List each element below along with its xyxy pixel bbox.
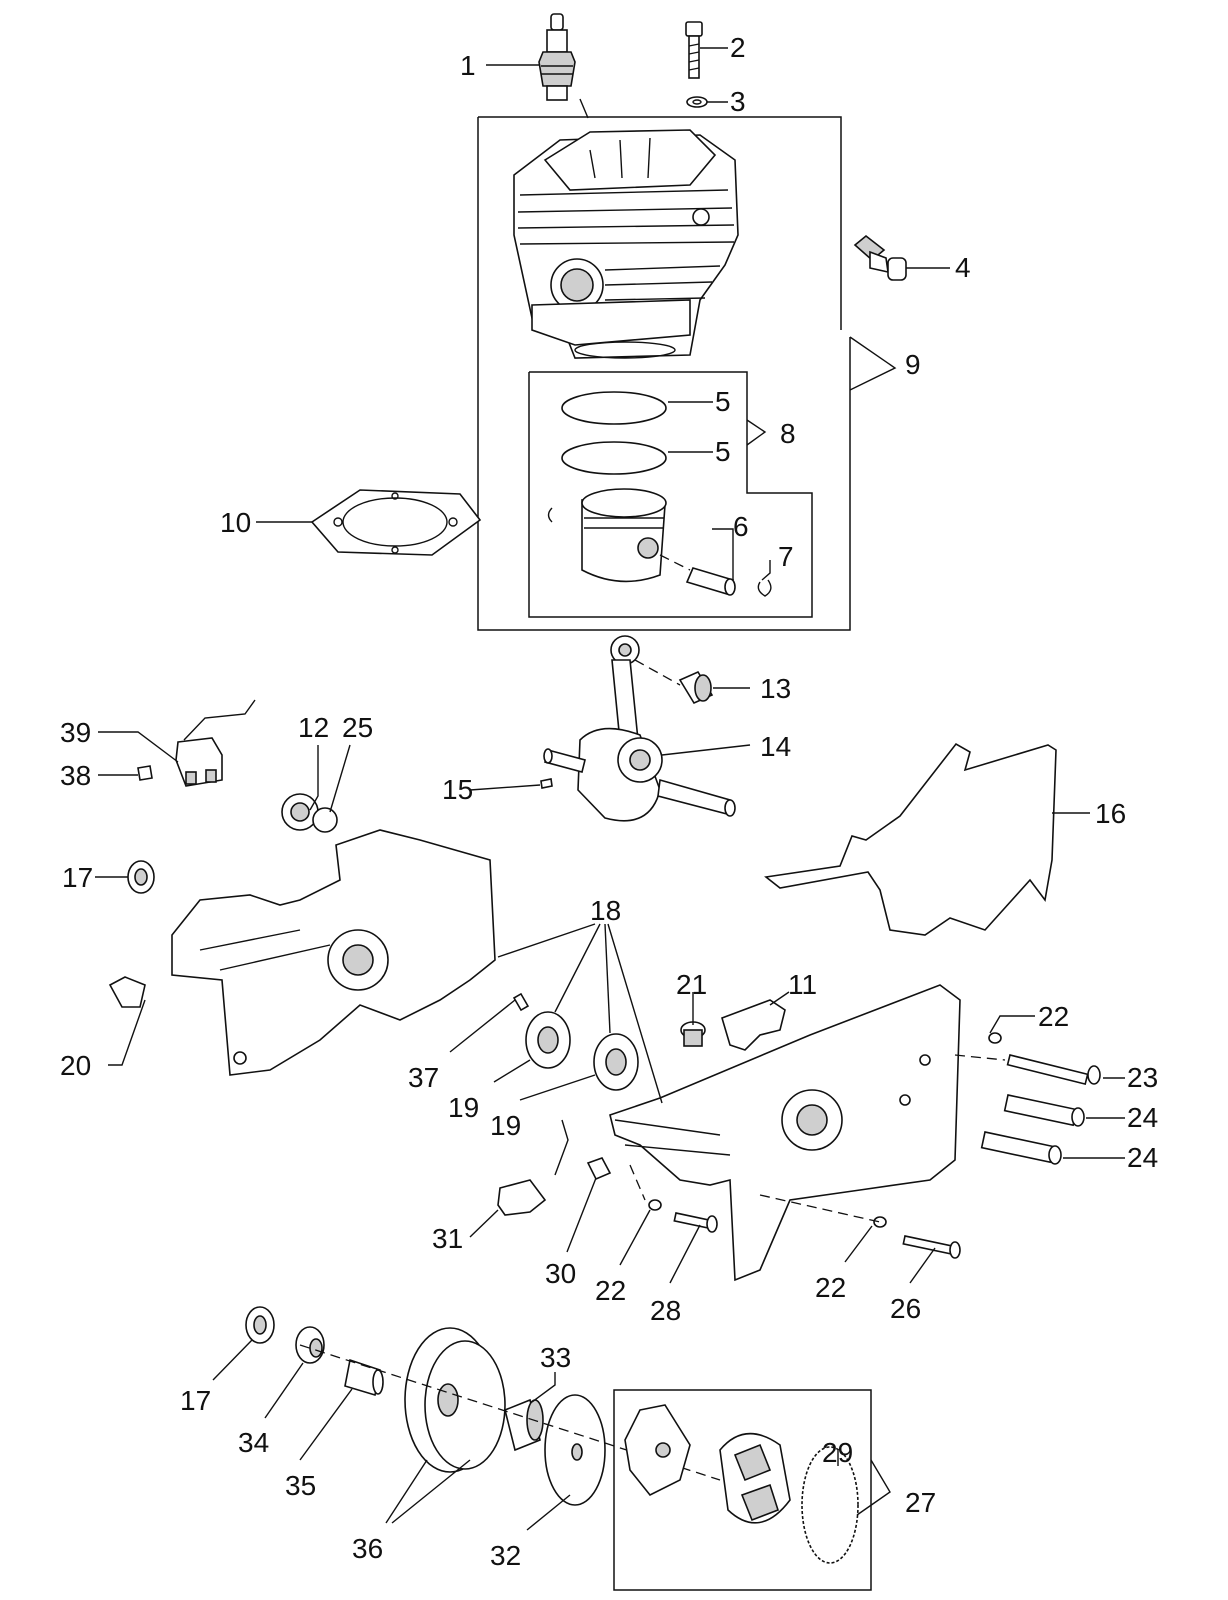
callout-35: 35	[285, 1470, 316, 1501]
piston-part	[547, 488, 667, 583]
callout-3: 3	[730, 86, 746, 117]
grommet-part	[680, 1021, 706, 1047]
cylinder-part	[513, 129, 739, 359]
ball-bearing-upper-part	[525, 1011, 571, 1069]
callout-23: 23	[1127, 1062, 1158, 1093]
callout-24-lower: 24	[1127, 1142, 1158, 1173]
stud-24a-part	[1003, 1094, 1085, 1127]
callout-7: 7	[778, 541, 794, 572]
callout-34: 34	[238, 1427, 269, 1458]
callout-36: 36	[352, 1533, 383, 1564]
callout-17-upper: 17	[62, 862, 93, 893]
washer-part	[686, 96, 708, 108]
stud-24b-part	[980, 1131, 1062, 1165]
callout-26: 26	[890, 1293, 921, 1324]
crankshaft-part	[543, 635, 736, 822]
callout-19-lower: 19	[490, 1110, 521, 1141]
callout-20: 20	[60, 1050, 91, 1081]
callout-33: 33	[540, 1342, 571, 1373]
callout-19-upper: 19	[448, 1092, 479, 1123]
callout-11: 11	[788, 969, 817, 1000]
oil-seal-lower-part	[245, 1306, 275, 1344]
callout-5-lower: 5	[715, 436, 731, 467]
callout-14: 14	[760, 731, 791, 762]
piston-pin-part	[659, 554, 736, 596]
callout-30: 30	[545, 1258, 576, 1289]
piston-ring-upper-part	[561, 391, 667, 425]
callout-9: 9	[905, 349, 921, 380]
throttle-lock-part	[497, 1119, 569, 1216]
callout-22-middle: 22	[595, 1275, 626, 1306]
callout-39: 39	[60, 717, 91, 748]
nut-part	[586, 1157, 612, 1181]
cylinder-bolt-part	[685, 21, 703, 79]
callout-6: 6	[733, 511, 749, 542]
callout-15: 15	[442, 774, 473, 805]
callout-31: 31	[432, 1223, 463, 1254]
screw-23-part	[988, 1032, 1101, 1086]
piston-circlip-part	[757, 579, 772, 597]
crankcase-gasket-part	[764, 742, 1057, 936]
callout-16: 16	[1095, 798, 1126, 829]
callout-8: 8	[780, 418, 796, 449]
callout-24-upper: 24	[1127, 1102, 1158, 1133]
piston-ring-lower-part	[561, 441, 667, 475]
clutch-hub-part	[624, 1404, 691, 1497]
callout-18: 18	[590, 895, 621, 926]
washer-32-part	[544, 1394, 606, 1506]
clutch-assembly-box	[613, 1389, 872, 1591]
callout-22-upper: 22	[1038, 1001, 1069, 1032]
seal-housing-part	[281, 793, 319, 831]
callout-1: 1	[460, 50, 476, 81]
callout-17-lower: 17	[180, 1385, 211, 1416]
callout-32: 32	[490, 1540, 521, 1571]
callout-21: 21	[676, 969, 707, 1000]
switch-clip-part	[137, 765, 153, 781]
callout-2: 2	[730, 32, 746, 63]
woodruff-key-part	[540, 778, 553, 789]
piston-assembly-box	[528, 371, 813, 618]
o-ring-part	[312, 807, 338, 833]
screw-26-part	[873, 1216, 961, 1259]
needle-bearing-part	[634, 659, 714, 705]
callout-10: 10	[220, 507, 251, 538]
callout-13: 13	[760, 673, 791, 704]
callout-27: 27	[905, 1487, 936, 1518]
ball-bearing-lower-part	[593, 1033, 639, 1091]
cylinder-gasket-part	[310, 489, 482, 556]
callout-12: 12	[298, 712, 329, 743]
spark-plug-part	[538, 13, 589, 119]
stop-switch-part	[175, 699, 256, 787]
clutch-shoes-part	[719, 1432, 791, 1524]
callout-25: 25	[342, 712, 373, 743]
decompression-valve-part	[853, 234, 907, 281]
clutch-spring-part	[801, 1446, 859, 1564]
leader-lines	[95, 47, 1125, 1531]
callout-29: 29	[822, 1437, 853, 1468]
callout-28: 28	[650, 1295, 681, 1326]
choke-button-part	[108, 976, 146, 1008]
crankcase-right-part	[609, 984, 961, 1282]
cylinder-assembly-box	[477, 116, 851, 631]
sleeve-35-part	[344, 1358, 384, 1397]
screw-28-part	[648, 1199, 718, 1233]
dowel-pin-part	[512, 992, 530, 1012]
spacer-34-part	[295, 1326, 325, 1364]
needle-cage-part	[504, 1398, 544, 1452]
crankcase-left-part	[171, 829, 496, 1076]
oil-seal-upper-part	[127, 860, 155, 894]
clutch-drum-part	[404, 1327, 506, 1473]
callout-22-lower: 22	[815, 1272, 846, 1303]
callout-37: 37	[408, 1062, 439, 1093]
callout-4: 4	[955, 252, 971, 283]
callout-5-upper: 5	[715, 386, 731, 417]
callout-38: 38	[60, 760, 91, 791]
callout-labels: 1 2 3 4 5 5 6 7 8 9 10 11 12 13 14 15 16…	[60, 32, 1158, 1571]
mounting-bracket-part	[721, 999, 786, 1051]
